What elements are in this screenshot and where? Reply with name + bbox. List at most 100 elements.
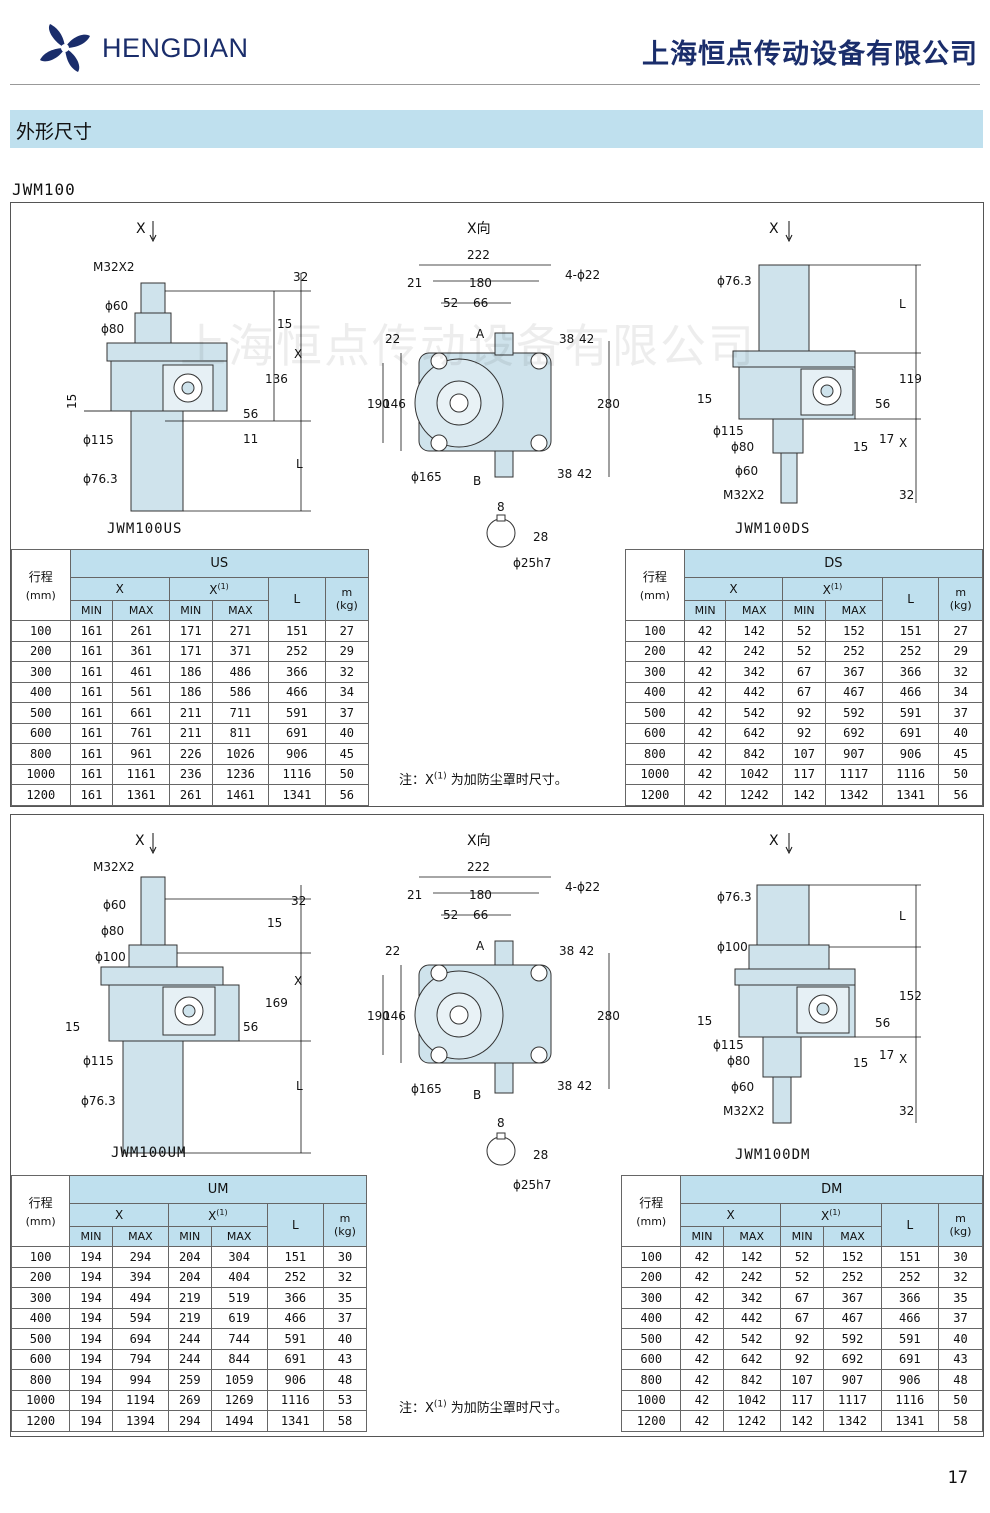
- view-label-right-2: X: [769, 833, 779, 849]
- table-cell: 592: [823, 1328, 882, 1350]
- label-b-2: B: [473, 1088, 481, 1102]
- dim-152: 152: [899, 989, 922, 1003]
- dim-m32-r: M32X2: [723, 488, 764, 502]
- table-cell: 42: [683, 722, 727, 744]
- dim-56-2: 56: [243, 1020, 258, 1034]
- stroke-header: 行程(mm): [620, 1175, 682, 1247]
- table-cell: 200: [620, 1266, 682, 1288]
- table-cell: 42: [683, 661, 727, 683]
- min-header: MIN: [779, 1226, 825, 1247]
- group-x1-sup: (1): [830, 581, 843, 591]
- group-x1-label: X: [822, 582, 831, 597]
- table-cell: 1000: [10, 1389, 71, 1411]
- table-cell: 586: [211, 681, 270, 703]
- table-cell: 194: [69, 1307, 113, 1329]
- dim-56: 56: [243, 407, 258, 421]
- table-cell: 591: [268, 702, 326, 724]
- table-cell: 1000: [625, 763, 685, 785]
- group-x1-header: X(1): [167, 1203, 268, 1227]
- table-cell: 42: [683, 620, 727, 642]
- table-cell: 692: [825, 722, 883, 744]
- table-cell: 691: [880, 1348, 939, 1370]
- table-cell: 35: [322, 1287, 368, 1309]
- um-drawing: X M32X2 ϕ60 ϕ80 ϕ100 15 ϕ115 ϕ76.3 32 15: [65, 833, 311, 1154]
- table-cell: 151: [881, 620, 940, 642]
- table-cell: 92: [782, 722, 827, 744]
- table-cell: 467: [825, 681, 883, 703]
- group-x-header: X: [680, 1203, 781, 1227]
- dim-l-2: L: [296, 1079, 303, 1093]
- table-cell: 1242: [725, 784, 784, 806]
- x-direction-drawing-2: X向 222 21 180 4-ϕ22 52 66 A 22 38 42: [367, 833, 620, 1192]
- table-cell: 42: [683, 784, 727, 806]
- dim-222: 222: [467, 248, 490, 262]
- dim-180-2: 180: [469, 888, 492, 902]
- table-cell: 1200: [10, 1410, 71, 1432]
- view-label-right: X: [769, 221, 779, 237]
- table-cell: 52: [782, 620, 827, 642]
- dim-169: 169: [265, 996, 288, 1010]
- max-header: MAX: [823, 1226, 882, 1247]
- table-cell: 342: [725, 661, 784, 683]
- table-cell: 142: [725, 620, 784, 642]
- table-cell: 1042: [725, 763, 784, 785]
- table-cell: 691: [268, 722, 326, 744]
- table-cell: 92: [782, 702, 827, 724]
- table-cell: 43: [322, 1348, 368, 1370]
- dim-190-2: 190: [367, 1009, 390, 1023]
- dim-32-2: 32: [291, 894, 306, 908]
- table-cell: 52: [779, 1266, 825, 1288]
- table-cell: 1117: [823, 1389, 882, 1411]
- table-cell: 1341: [881, 784, 940, 806]
- table-cell: 32: [938, 661, 983, 683]
- dim-42: 42: [579, 332, 594, 346]
- dim-l-r: L: [899, 297, 906, 311]
- group-x1-sup: (1): [216, 1207, 228, 1217]
- table-cell: 194: [69, 1246, 113, 1268]
- table-cell: 142: [782, 784, 827, 806]
- table-cell: 591: [881, 702, 940, 724]
- table-cell: 42: [683, 743, 727, 765]
- dim-x-r: X: [899, 436, 907, 450]
- table-cell: 42: [680, 1410, 724, 1432]
- dim-phi76-r2: ϕ76.3: [717, 890, 752, 904]
- table-cell: 1200: [11, 784, 71, 806]
- table-cell: 161: [69, 661, 114, 683]
- table-cell: 52: [782, 640, 827, 662]
- table-cell: 100: [11, 620, 71, 642]
- table-cell: 117: [779, 1389, 825, 1411]
- table-cell: 711: [211, 702, 270, 724]
- dim-42-2: 42: [579, 944, 594, 958]
- table-cell: 43: [937, 1348, 984, 1370]
- table-cell: 542: [722, 1328, 781, 1350]
- table-cell: 161: [69, 743, 114, 765]
- dim-15-r: 15: [697, 392, 712, 406]
- table-cell: 400: [11, 681, 71, 703]
- note-upper: 注：X(1) 为加防尘罩时尺寸。: [399, 769, 568, 788]
- dim-28-2: 28: [533, 1148, 548, 1162]
- dim-119: 119: [899, 372, 922, 386]
- table-cell: 744: [210, 1328, 268, 1350]
- table-cell: 40: [937, 1328, 984, 1350]
- col-m-label: m: [339, 1212, 351, 1225]
- max-header: MAX: [725, 600, 784, 621]
- table-cell: 200: [10, 1266, 71, 1288]
- table-cell: 800: [620, 1369, 682, 1391]
- table-cell: 211: [168, 702, 213, 724]
- table-cell: 35: [937, 1287, 984, 1309]
- view-label-center: X向: [467, 221, 491, 237]
- group-x1-sup: (1): [829, 1207, 841, 1217]
- dim-phi115-2: ϕ115: [83, 1054, 114, 1068]
- table-cell: 600: [620, 1348, 682, 1370]
- table-cell: 171: [168, 640, 213, 662]
- table-cell: 37: [937, 1307, 984, 1329]
- table-cell: 561: [112, 681, 170, 703]
- table-cell: 1341: [880, 1410, 939, 1432]
